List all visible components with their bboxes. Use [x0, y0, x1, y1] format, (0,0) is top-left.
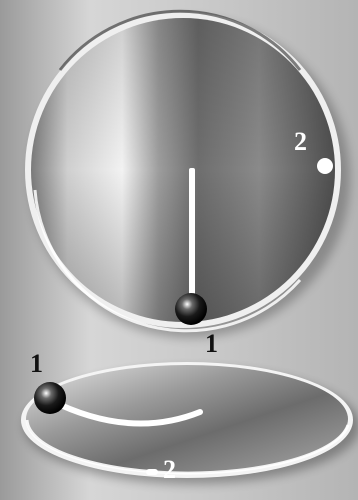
side-point-2	[146, 469, 158, 475]
side-ball-1	[34, 382, 66, 414]
top-track-line	[189, 168, 195, 298]
top-point-2	[317, 158, 333, 174]
side-label-1: 1	[30, 349, 43, 378]
top-label-2: 2	[294, 127, 307, 156]
top-ball-1	[175, 293, 207, 325]
side-label-2: 2	[163, 455, 176, 484]
top-label-1: 1	[205, 329, 218, 358]
top-disc-shade	[31, 18, 335, 322]
